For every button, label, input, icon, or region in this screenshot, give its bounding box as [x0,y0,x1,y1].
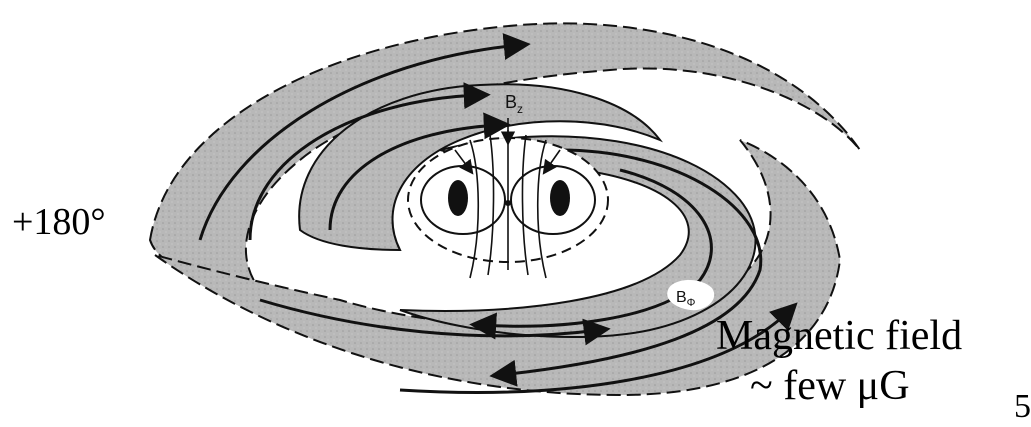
left-lobe [448,180,468,216]
caption-magnetic-field: Magnetic field [716,312,962,360]
angle-label: +180° [12,200,106,244]
caption-field-strength: ~ few μG [750,362,910,410]
page-number: 5 [1014,388,1031,426]
right-lobe [550,180,570,216]
